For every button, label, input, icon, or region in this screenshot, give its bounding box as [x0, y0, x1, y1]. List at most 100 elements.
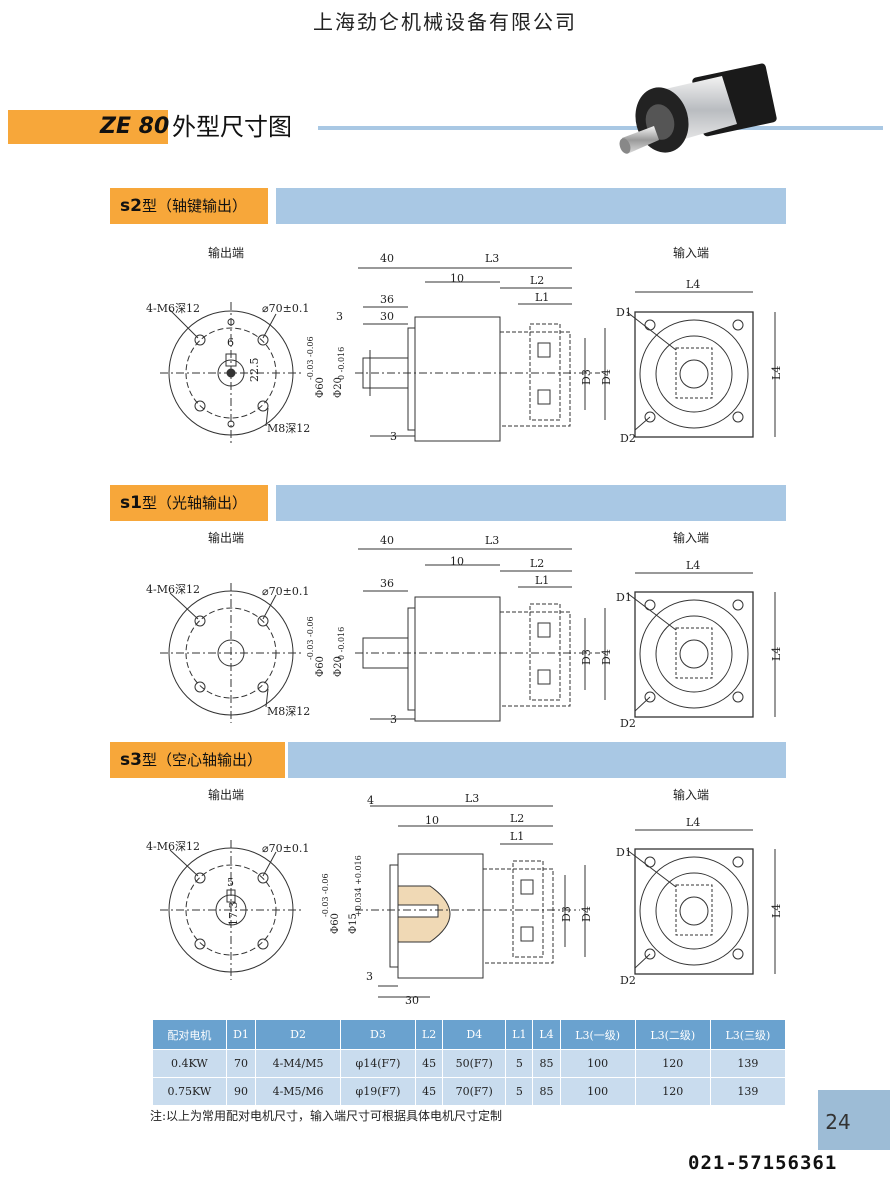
- svg-text:Φ20: Φ20: [333, 377, 344, 398]
- svg-text:4-M6深12: 4-M6深12: [146, 302, 200, 315]
- table-cell: φ14(F7): [339, 1049, 417, 1078]
- table-cell: 45: [415, 1077, 444, 1106]
- svg-text:Φ60: Φ60: [315, 656, 326, 677]
- svg-text:D4: D4: [580, 906, 593, 922]
- output-end-label: 输出端: [208, 530, 244, 545]
- table-cell: 100: [559, 1077, 636, 1106]
- svg-text:22.5: 22.5: [248, 358, 261, 383]
- section-s3-band: [288, 742, 786, 778]
- svg-text:5: 5: [227, 876, 234, 889]
- svg-text:Φ60: Φ60: [315, 377, 326, 398]
- svg-text:L2: L2: [530, 557, 544, 570]
- svg-text:10: 10: [425, 814, 439, 827]
- svg-text:D4: D4: [600, 649, 613, 665]
- table-cell: φ19(F7): [339, 1077, 417, 1106]
- table-row: 0.75KW 90 4-M5/M6 φ19(F7) 45 70(F7) 5 85…: [152, 1077, 787, 1106]
- svg-text:10: 10: [450, 555, 464, 568]
- drawing-s1: 输出端 输入端 4-M6深12 ⌀70±0.1 M8深12 40 L3 10 L…: [146, 530, 783, 730]
- svg-text:L4: L4: [770, 904, 783, 918]
- model-number: ZE 80: [100, 114, 170, 139]
- svg-text:4: 4: [367, 794, 374, 807]
- svg-text:⌀70±0.1: ⌀70±0.1: [262, 842, 309, 855]
- svg-text:L4: L4: [686, 816, 700, 829]
- table-cell: 0.75KW: [152, 1077, 227, 1106]
- input-end-label: 输入端: [673, 787, 709, 802]
- svg-text:L1: L1: [535, 574, 549, 587]
- table-header: L1: [505, 1019, 534, 1050]
- svg-text:L1: L1: [535, 291, 549, 304]
- svg-text:L4: L4: [770, 647, 783, 661]
- svg-text:D1: D1: [616, 306, 632, 319]
- svg-text:L2: L2: [510, 812, 524, 825]
- svg-text:3: 3: [336, 310, 343, 323]
- drawing-s3: 输出端 输入端 4-M6深12 ⌀70±0.1 5 17.3 4 L3 10 L…: [146, 787, 783, 1007]
- svg-text:L3: L3: [485, 534, 499, 547]
- svg-text:D3: D3: [580, 369, 593, 385]
- svg-text:10: 10: [450, 272, 464, 285]
- svg-text:D3: D3: [560, 906, 573, 922]
- table-cell: 100: [559, 1049, 636, 1078]
- phone-number: 021-57156361: [688, 1152, 838, 1174]
- table-cell: 85: [532, 1049, 561, 1078]
- svg-text:L1: L1: [510, 830, 524, 843]
- svg-text:L4: L4: [686, 559, 700, 572]
- svg-text:30: 30: [405, 994, 419, 1007]
- svg-text:3: 3: [366, 970, 373, 983]
- svg-text:-0.03 -0.06: -0.03 -0.06: [306, 336, 315, 380]
- table-cell: 120: [634, 1049, 711, 1078]
- svg-text:3: 3: [390, 713, 397, 726]
- footnote: 注:以上为常用配对电机尺寸，输入端尺寸可根据具体电机尺寸定制: [150, 1109, 503, 1123]
- table-cell: 5: [505, 1049, 534, 1078]
- model-tag: [8, 110, 168, 144]
- table-header-row: 配对电机 D1 D2 D3 L2 D4 L1 L4 L3(一级) L3(二级) …: [152, 1019, 787, 1050]
- svg-text:L2: L2: [530, 274, 544, 287]
- svg-text:Φ15: Φ15: [348, 913, 359, 934]
- svg-text:40: 40: [380, 252, 394, 265]
- svg-text:Φ20: Φ20: [333, 656, 344, 677]
- table-header: L3(二级): [634, 1019, 711, 1050]
- table-cell: 70(F7): [442, 1077, 507, 1106]
- table-cell: 4-M5/M6: [255, 1077, 341, 1106]
- section-s1-band: [276, 485, 786, 521]
- output-end-label: 输出端: [208, 787, 244, 802]
- input-end-label: 输入端: [673, 530, 709, 545]
- svg-text:36: 36: [380, 293, 394, 306]
- svg-text:0 -0.016: 0 -0.016: [337, 627, 346, 660]
- table-cell: 45: [415, 1049, 444, 1078]
- table-header: D1: [225, 1019, 257, 1050]
- page-number-tab: [818, 1090, 890, 1150]
- section-s3-title: s3型（空心轴输出）: [120, 750, 262, 770]
- section-s1-tag: [110, 485, 268, 521]
- svg-text:0 -0.016: 0 -0.016: [337, 347, 346, 380]
- table-header: L3(一级): [559, 1019, 636, 1050]
- svg-text:M8深12: M8深12: [267, 422, 310, 435]
- svg-text:D2: D2: [620, 432, 636, 445]
- table-cell: 85: [532, 1077, 561, 1106]
- svg-text:D1: D1: [616, 846, 632, 859]
- table-header: D4: [442, 1019, 507, 1050]
- company-name: 上海劲仑机械设备有限公司: [313, 10, 577, 34]
- input-end-label: 输入端: [673, 245, 709, 260]
- table-header: D2: [255, 1019, 341, 1050]
- table-header: 配对电机: [152, 1019, 227, 1050]
- svg-text:17.3: 17.3: [227, 902, 240, 927]
- dimension-table: 配对电机 D1 D2 D3 L2 D4 L1 L4 L3(一级) L3(二级) …: [152, 1019, 787, 1106]
- table-header: D3: [339, 1019, 417, 1050]
- svg-text:-0.03 -0.06: -0.03 -0.06: [321, 873, 330, 917]
- svg-text:30: 30: [380, 310, 394, 323]
- svg-text:6: 6: [227, 336, 234, 349]
- svg-text:⌀70±0.1: ⌀70±0.1: [262, 302, 309, 315]
- svg-text:4-M6深12: 4-M6深12: [146, 840, 200, 853]
- svg-text:3: 3: [390, 430, 397, 443]
- svg-text:L4: L4: [770, 366, 783, 380]
- section-s2-band: [276, 188, 786, 224]
- table-cell: 0.4KW: [152, 1049, 227, 1078]
- table-header: L4: [532, 1019, 561, 1050]
- section-s1-title: s1型（光轴输出）: [120, 493, 247, 513]
- table-header: L3(三级): [709, 1019, 787, 1050]
- svg-text:L4: L4: [686, 278, 700, 291]
- svg-text:-0.03 -0.06: -0.03 -0.06: [306, 616, 315, 660]
- section-s2-title: s2型（轴键输出）: [120, 196, 247, 216]
- svg-text:D2: D2: [620, 717, 636, 730]
- svg-text:Φ60: Φ60: [330, 913, 341, 934]
